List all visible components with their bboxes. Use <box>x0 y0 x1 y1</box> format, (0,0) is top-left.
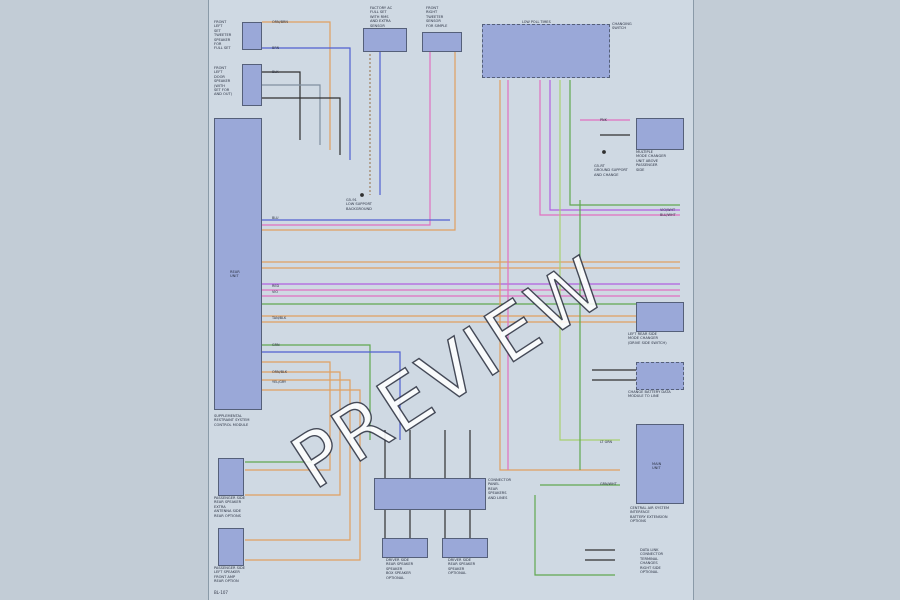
right-mid-module-label: LEFT REAR SIDE MODE CHANGER (DRIVE SIDE … <box>628 332 667 345</box>
interior-switch <box>482 24 610 78</box>
front-right-sensor <box>422 32 462 52</box>
factory-ac-sensor <box>363 28 407 52</box>
wire-lower-5 <box>245 379 351 541</box>
wire-sensor-4 <box>262 50 456 231</box>
factory-ac-sensor-label: FACTORY AC FULL SET WITH RMS AND EXTRA S… <box>370 6 393 28</box>
right-top-module <box>636 118 684 150</box>
top-label: LOW POLL TIMES <box>522 20 551 24</box>
wire-top-3 <box>262 71 301 140</box>
lower-speaker-box-1-label: DRIVER SIDE REAR SPEAKER SPEAKER BOX SPE… <box>386 558 414 580</box>
wire-top-1 <box>262 21 331 150</box>
wire-lower-3 <box>245 361 331 471</box>
front-right-sensor-label: FRONT RIGHT TWEETER SENSOR FOR SIMPLE <box>426 6 448 28</box>
lower-speaker-box-1 <box>382 538 428 558</box>
connector-panel <box>374 478 486 510</box>
wire-tag: YEL/GRY <box>272 380 287 384</box>
wire-lower-4 <box>245 371 341 496</box>
wire-v-3 <box>539 80 680 216</box>
interior-switch-label: CHANGING SWITCH <box>612 22 632 31</box>
wire-tag: TAN/BLK <box>272 316 287 320</box>
main-unit <box>214 118 262 410</box>
wire-tag: GRN <box>272 343 280 347</box>
page-number: BL-107 <box>214 590 228 595</box>
right-bottom-note: DATA LINK CONNECTOR TERMINAL CHANGES RIG… <box>640 548 664 575</box>
wire-tag: GRN/WHT <box>600 482 617 486</box>
front-left-door-speaker-label: FRONT LEFT DOOR SPEAKER (WITH SET FOR AN… <box>214 66 233 97</box>
ground-1-label: G5-91 LOW SUPPORT BACKGROUND <box>346 198 372 211</box>
right-dashed-module <box>636 362 684 390</box>
wire-tag: PNK <box>600 118 607 122</box>
lower-speaker-box-2 <box>442 538 488 558</box>
wire-tag: BRN <box>272 46 280 50</box>
wire-v-5 <box>559 80 620 441</box>
wire-v-4 <box>549 80 680 211</box>
junction-dot <box>360 193 364 197</box>
lower-left-speaker-1 <box>218 458 244 496</box>
wire-tag: ORN/BRN <box>272 20 288 24</box>
front-left-tweeter-label: FRONT LEFT SET TWEETER SPEAKER FOR FULL … <box>214 20 232 51</box>
wire-tag: ORN/BLK <box>272 370 288 374</box>
wire-top-4 <box>262 84 321 145</box>
right-top-module-label: MULTIPLE MODE CHANGER UNIT ABOVE PASSENG… <box>636 150 667 172</box>
wire-v-6 <box>569 80 680 206</box>
lower-speaker-box-2-label: DRIVER SIDE REAR SPEAKER SPEAKER OPTIONA… <box>448 558 476 576</box>
wire-tag: BLK <box>272 70 279 74</box>
wire-top-5 <box>262 97 341 155</box>
ground-2-label: G5-RT GROUND SUPPORT AND CHANGE <box>594 164 628 177</box>
right-dashed-module-label: CHANGE BATTERY DATA MODULE TO LINE <box>628 390 671 399</box>
wire-lower-1 <box>262 344 371 440</box>
right-mid-module <box>636 302 684 332</box>
wire-tag: VIO <box>272 290 278 294</box>
junction-dot <box>602 150 606 154</box>
lower-left-speaker-1-label: PASSENGER SIDE REAR SPEAKER EXTRA ANTENN… <box>214 496 245 518</box>
wire-tag: LT GRN <box>600 440 613 444</box>
wire-sensor-3 <box>262 50 431 226</box>
control-unit <box>636 424 684 504</box>
wire-tag: BLU/WHT <box>660 213 676 217</box>
wire-lower-6 <box>245 389 361 561</box>
main-unit-label: REAR UNIT <box>230 270 240 279</box>
wire-rb-2 <box>534 495 615 576</box>
front-left-door-speaker <box>242 64 262 106</box>
main-unit-caption: SUPPLEMENTAL RESTRAINT SYSTEM CONTROL MO… <box>214 414 250 427</box>
lower-left-speaker-2 <box>218 528 244 566</box>
connector-panel-label: CONNECTOR PANEL REAR SPEAKERS AND LINES <box>488 478 512 500</box>
wire-lower-2 <box>262 351 401 440</box>
control-unit-label: MAIN UNIT <box>652 462 662 471</box>
front-left-tweeter <box>242 22 262 50</box>
wire-tag: BLU <box>272 216 279 220</box>
lower-left-speaker-2-label: PASSENGER SIDE LEFT SPEAKER FRONT AMP RE… <box>214 566 245 584</box>
wire-top-2 <box>262 47 351 160</box>
control-unit-caption: CENTRAL AIR SYSTEM INTERFACE BATTERY EXT… <box>630 506 670 524</box>
wire-tag: VIO/WHT <box>660 208 676 212</box>
wire-tag: RED <box>272 284 280 288</box>
